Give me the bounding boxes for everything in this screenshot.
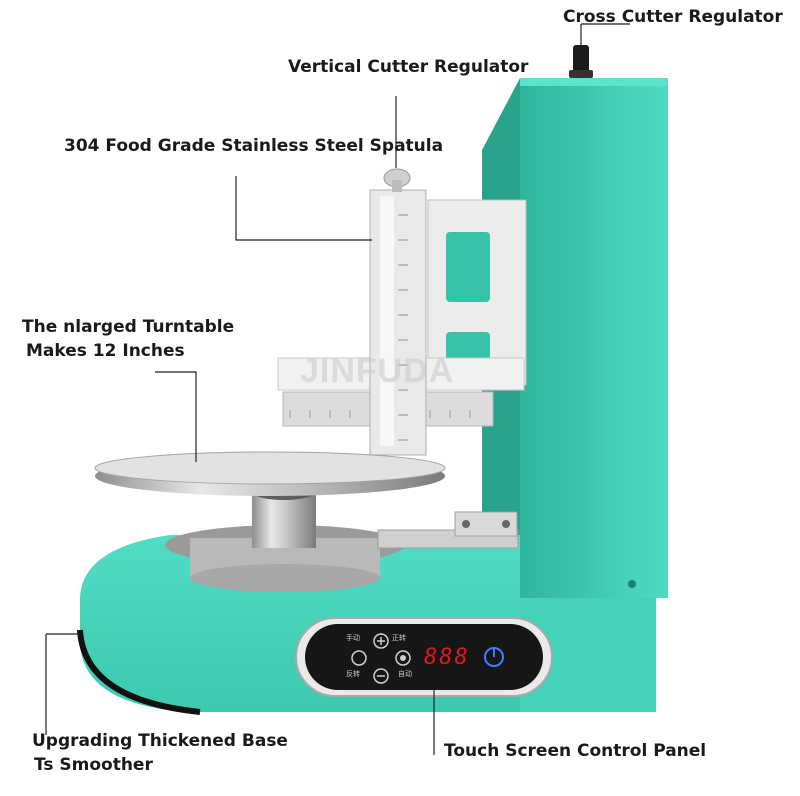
vertical-bracket	[427, 199, 527, 386]
slider-rail	[377, 511, 519, 549]
button-label-reverse: 反转	[346, 670, 360, 678]
label-base-1: Upgrading Thickened Base	[32, 731, 288, 751]
button-label-auto: 自动	[398, 670, 412, 678]
label-spatula: 304 Food Grade Stainless Steel Spatula	[64, 136, 444, 156]
leader-turntable	[155, 371, 197, 462]
label-turntable-2: Makes 12 Inches	[26, 341, 185, 361]
label-vertical-cutter: Vertical Cutter Regulator	[288, 57, 529, 77]
cross-cutter-knob	[569, 45, 593, 78]
turntable	[94, 451, 446, 592]
label-turntable-1: The nlarged Turntable	[22, 317, 235, 337]
leader-lines	[45, 23, 630, 755]
leader-spatula	[235, 176, 372, 241]
label-base-2: Ts Smoother	[34, 755, 153, 775]
label-control-panel: Touch Screen Control Panel	[444, 741, 707, 761]
button-label-forward: 正转	[392, 634, 406, 642]
control-panel	[295, 617, 553, 697]
button-label-manual: 手动	[346, 634, 360, 642]
led-display: 888	[424, 645, 470, 670]
watermark: JINFUDA	[300, 352, 455, 390]
label-cross-cutter: Cross Cutter Regulator	[563, 7, 783, 27]
screw-dot	[628, 580, 636, 588]
spatula-ruler	[369, 168, 427, 456]
